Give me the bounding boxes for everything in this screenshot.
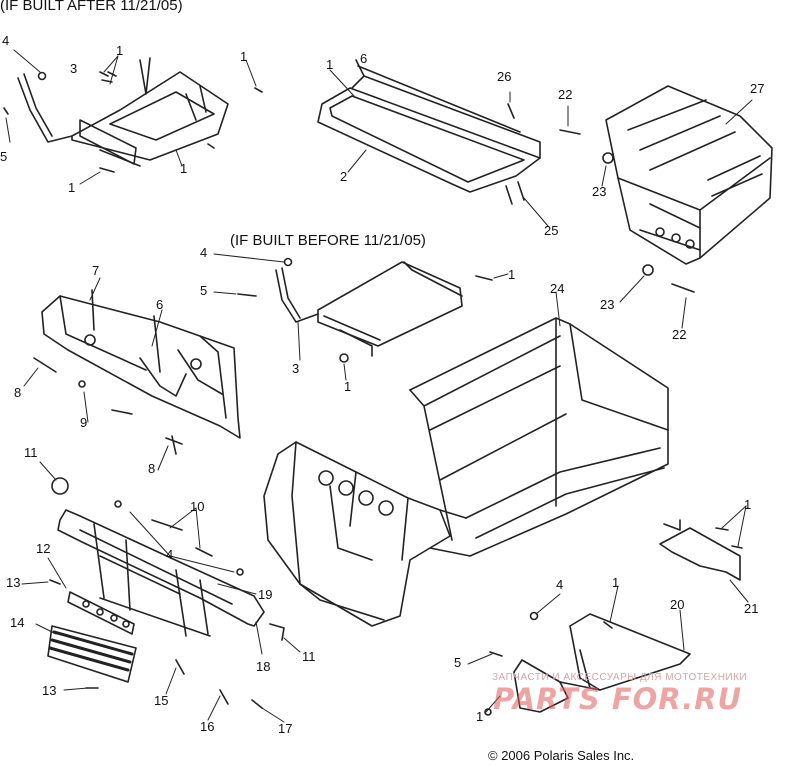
- callout-15: 15: [154, 693, 169, 708]
- callout-1: 1: [744, 497, 752, 512]
- callout-23: 23: [600, 297, 615, 312]
- callout-4: 4: [2, 33, 10, 48]
- callout-9: 9: [80, 415, 88, 430]
- callout-8: 8: [148, 461, 156, 476]
- main-chassis-frame-24: [263, 317, 669, 627]
- watermark-caption: ЗАПЧАСТИ И АКСЕССУАРЫ ДЛЯ МОТОТЕХНИКИ: [492, 672, 748, 683]
- callout-24: 24: [550, 281, 565, 296]
- callout-6: 6: [156, 297, 164, 312]
- callout-21: 21: [744, 601, 759, 616]
- callout-11: 11: [24, 445, 38, 460]
- callout-22: 22: [558, 87, 573, 102]
- callout-1: 1: [68, 180, 76, 195]
- callout-26: 26: [497, 69, 512, 84]
- callout-2: 2: [340, 169, 348, 184]
- grille-14: [47, 625, 137, 683]
- callout-22: 22: [672, 327, 687, 342]
- callout-5: 5: [454, 655, 462, 670]
- callout-5: 5: [0, 149, 8, 164]
- callout-23: 23: [592, 184, 607, 199]
- callout-1: 1: [116, 43, 124, 58]
- callout-18: 18: [256, 659, 271, 674]
- callout-27: 27: [750, 81, 765, 96]
- callout-12: 12: [36, 541, 51, 556]
- cargo-frame-2: [317, 59, 541, 205]
- callout-1: 1: [508, 267, 516, 282]
- header-built-before: (IF BUILT BEFORE 11/21/05): [230, 232, 426, 249]
- callout-1: 1: [180, 161, 188, 176]
- callout-1: 1: [240, 49, 248, 64]
- callout-3: 3: [292, 361, 300, 376]
- callout-25: 25: [544, 223, 559, 238]
- front-bracket-assembly-7: [41, 289, 241, 439]
- callout-4: 4: [166, 547, 174, 562]
- callout-3: 3: [70, 61, 78, 76]
- callout-8: 8: [14, 385, 22, 400]
- rear-rack-before: [275, 261, 463, 357]
- callout-1: 1: [344, 379, 352, 394]
- callout-6: 6: [360, 51, 368, 66]
- callout-5: 5: [200, 283, 208, 298]
- callout-13: 13: [6, 575, 21, 590]
- callout-7: 7: [92, 263, 100, 278]
- callout-16: 16: [200, 719, 215, 734]
- callout-10: 10: [190, 499, 205, 514]
- copyright-notice: © 2006 Polaris Sales Inc.: [488, 748, 635, 763]
- callout-20: 20: [670, 597, 685, 612]
- leader-lines: [5, 49, 753, 723]
- callout-4: 4: [556, 577, 564, 592]
- callout-1: 1: [326, 57, 334, 72]
- callout-17: 17: [278, 721, 293, 736]
- front-bumper-12: [57, 509, 265, 637]
- bracket-21: [659, 519, 741, 581]
- trim-strip: [67, 591, 135, 635]
- watermark-brand: PARTS FOR.RU: [493, 682, 743, 716]
- callout-13: 13: [42, 683, 57, 698]
- fasteners: [3, 71, 743, 716]
- callout-1: 1: [612, 575, 620, 590]
- callout-4: 4: [200, 245, 208, 260]
- callout-14: 14: [10, 615, 25, 630]
- callout-11: 11: [302, 649, 316, 664]
- rear-rack-after: [17, 57, 229, 167]
- callout-1: 1: [476, 709, 484, 724]
- rear-frame-20: [513, 613, 691, 713]
- box-frame-27: [605, 85, 773, 265]
- header-built-after: (IF BUILT AFTER 11/21/05): [0, 0, 183, 14]
- callout-19: 19: [258, 587, 273, 602]
